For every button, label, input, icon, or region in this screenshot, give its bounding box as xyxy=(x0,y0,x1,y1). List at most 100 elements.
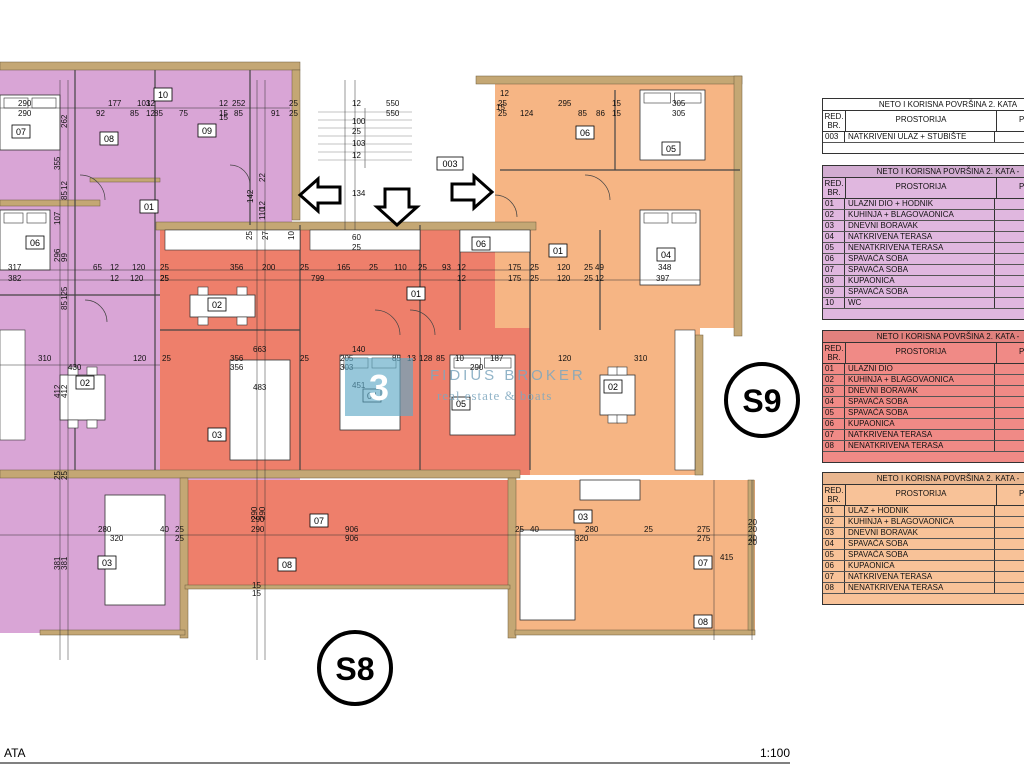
dimension-label: 15 xyxy=(496,103,505,112)
room-number-box xyxy=(603,379,623,394)
dimension-label: 107 xyxy=(53,211,62,225)
room-number-box xyxy=(693,614,713,629)
dimension-label: 60 xyxy=(352,233,361,242)
scale-label: 1:100 xyxy=(760,746,790,760)
dimension-label: 550 xyxy=(386,109,400,118)
chair xyxy=(616,414,628,424)
dimension-label: 25 xyxy=(530,274,539,283)
room-number-box xyxy=(277,557,297,572)
building-s9-label: S9 xyxy=(742,383,781,419)
chair xyxy=(67,419,79,429)
dimension-label: 12 xyxy=(110,263,119,272)
door-swing xyxy=(494,194,518,218)
chair xyxy=(236,286,248,296)
dimension-label: 295 xyxy=(558,99,572,108)
dimension-label: 49 xyxy=(595,263,604,272)
dimension-label: 25 xyxy=(530,263,539,272)
room-number-box xyxy=(99,131,119,146)
dimension-label: 99 xyxy=(60,253,69,262)
room-number-box xyxy=(436,156,464,171)
dimension-label: 663 xyxy=(253,345,267,354)
dimension-label: 15 xyxy=(219,109,228,118)
dimension-label: 25 xyxy=(160,274,169,283)
dimension-label: 140 xyxy=(352,345,366,354)
dimension-label: 412 xyxy=(53,384,62,398)
dimension-label: 12 xyxy=(60,181,69,190)
dimension-label: 290 xyxy=(251,525,265,534)
dimension-label: 85 xyxy=(60,191,69,200)
pillow xyxy=(3,212,24,224)
dimension-label: 382 xyxy=(8,274,22,283)
dimension-label: 25 xyxy=(289,99,298,108)
dimension-label: 120 xyxy=(133,354,147,363)
dimension-label: 262 xyxy=(60,114,69,128)
dimension-label: 40 xyxy=(530,525,539,534)
counter xyxy=(674,329,696,471)
dimension-label: 12 xyxy=(110,274,119,283)
col-room-header: PROSTORIJA xyxy=(846,343,997,363)
dimension-label: 296 xyxy=(53,248,62,262)
col-num-header: RED. BR. xyxy=(823,343,846,363)
area-table-title: NETO I KORISNA POVRŠINA 2. KATA xyxy=(823,99,1024,111)
room-number-box xyxy=(548,243,568,258)
room-number: 06 xyxy=(30,238,40,248)
area-total: 8 xyxy=(823,309,1024,319)
room-number: 07 xyxy=(698,558,708,568)
dimension-label: 124 xyxy=(520,109,534,118)
room-number: 03 xyxy=(102,558,112,568)
dimension-label: 381 xyxy=(53,556,62,570)
room-number: 10 xyxy=(158,90,168,100)
dimension-label: 906 xyxy=(345,525,359,534)
dimension-label: 799 xyxy=(311,274,325,283)
pillow xyxy=(671,212,697,224)
dimension-label: 25 xyxy=(515,525,524,534)
room-number-box xyxy=(153,87,173,102)
dimension-label: 25 xyxy=(160,274,169,283)
area-table: NETO I KORISNA POVRŠINA 2. KATA RED. BR.… xyxy=(822,98,1024,154)
dimension-label: 120 xyxy=(130,274,144,283)
zone-fill xyxy=(185,480,510,588)
chair xyxy=(86,419,98,429)
dimension-label: 252 xyxy=(232,99,246,108)
dimension-label: 175 xyxy=(508,263,522,272)
dimension-label: 12 xyxy=(219,99,228,108)
wall xyxy=(514,629,756,636)
dimension-label: 12 xyxy=(258,201,267,210)
dimension-label: 25 xyxy=(352,127,361,136)
dimension-label: 125 xyxy=(60,286,69,300)
counter xyxy=(459,229,531,253)
col-area-header: PO xyxy=(1019,182,1024,191)
col-room-header: PROSTORIJA xyxy=(846,178,997,198)
room-number-box xyxy=(25,235,45,250)
room-number: 02 xyxy=(608,382,618,392)
wall xyxy=(475,75,743,85)
dimension-label: 103 xyxy=(352,139,366,148)
wall xyxy=(0,199,101,207)
room-number: 03 xyxy=(212,430,222,440)
wall xyxy=(507,477,517,639)
room-number: 05 xyxy=(456,399,466,409)
col-num-header: RED. BR. xyxy=(823,111,846,131)
col-area-header: PO xyxy=(1019,347,1024,356)
door-swing xyxy=(79,174,106,201)
chair xyxy=(607,414,619,424)
dimension-label: 75 xyxy=(179,109,188,118)
chair xyxy=(607,366,619,376)
wall xyxy=(733,75,743,337)
dimension-label: 12 xyxy=(352,151,361,160)
dimension-label: 310 xyxy=(38,354,52,363)
dimension-label: 25 xyxy=(162,354,171,363)
col-area-header: PO xyxy=(1019,115,1024,124)
footer-left: ATA xyxy=(4,746,26,760)
building-s8-circle xyxy=(317,630,393,706)
dimension-label: 27 xyxy=(261,231,270,240)
area-table-title: NETO I KORISNA POVRŠINA 2. KATA - xyxy=(823,473,1024,485)
dimension-label: 381 xyxy=(60,556,69,570)
dimension-label: 25 xyxy=(175,534,184,543)
